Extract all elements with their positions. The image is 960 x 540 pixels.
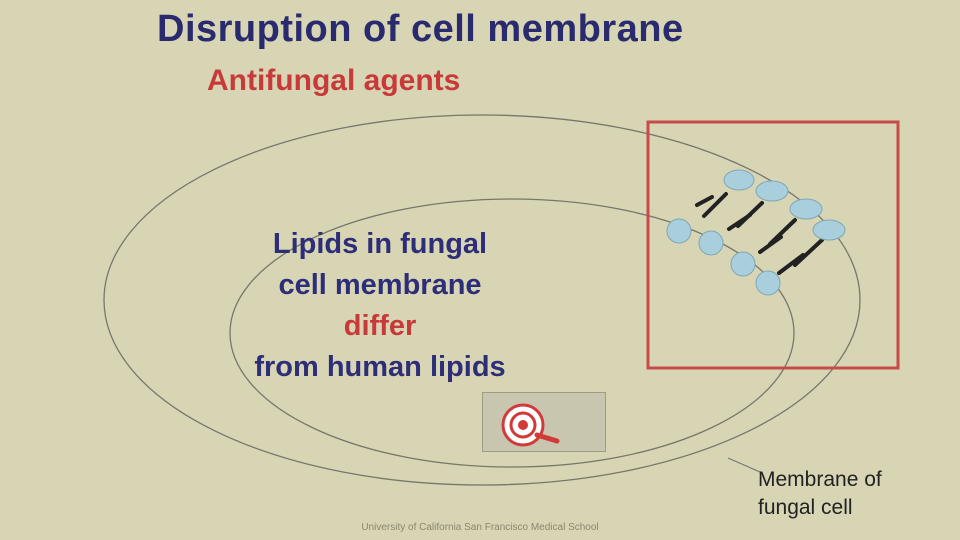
lipid-head xyxy=(699,231,723,255)
lipid-bilayer xyxy=(667,170,845,295)
center-line-4: from human lipids xyxy=(180,347,580,388)
lipid-head xyxy=(724,170,754,190)
caption-line-2: fungal cell xyxy=(758,494,882,522)
membrane-caption: Membrane of fungal cell xyxy=(758,466,882,522)
center-line-2: cell membrane xyxy=(180,265,580,306)
zoom-button[interactable] xyxy=(482,392,606,452)
lipid-head xyxy=(731,252,755,276)
lipid-head xyxy=(756,271,780,295)
target-magnifier-icon xyxy=(483,393,607,453)
lipid-head xyxy=(790,199,822,219)
caption-line-1: Membrane of xyxy=(758,466,882,494)
center-line-1: Lipids in fungal xyxy=(180,224,580,265)
lipid-head xyxy=(813,220,845,240)
lipid-head xyxy=(756,181,788,201)
lipid-head xyxy=(667,219,691,243)
caption-pointer xyxy=(728,458,760,472)
footer-credit: University of California San Francisco M… xyxy=(0,522,960,533)
center-line-highlight: differ xyxy=(180,306,580,347)
center-text: Lipids in fungal cell membrane differ fr… xyxy=(180,224,580,388)
